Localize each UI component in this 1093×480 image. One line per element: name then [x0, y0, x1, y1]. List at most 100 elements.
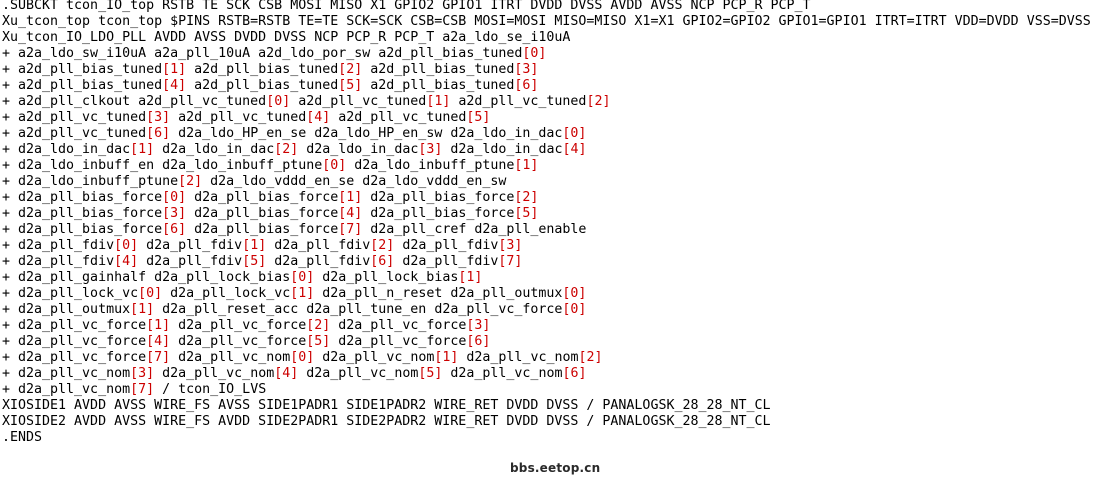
- netlist-token: + a2d_pll_bias_tuned: [2, 78, 163, 93]
- netlist-line: Xu_tcon_top tcon_top $PINS RSTB=RSTB TE=…: [2, 13, 1093, 30]
- netlist-line: + a2d_pll_clkout a2d_pll_vc_tuned[0] a2d…: [2, 93, 1093, 110]
- netlist-line: + d2a_pll_bias_force[0] d2a_pll_bias_for…: [2, 189, 1093, 206]
- bus-index: [1]: [146, 318, 171, 333]
- netlist-token: + d2a_pll_vc_nom: [2, 382, 131, 397]
- bus-index: [0]: [162, 190, 187, 205]
- watermark-logo: bbs.eetop.cn: [510, 461, 601, 475]
- netlist-line: + d2a_ldo_inbuff_en d2a_ldo_inbuff_ptune…: [2, 157, 1093, 174]
- netlist-line: + a2d_pll_bias_tuned[4] a2d_pll_bias_tun…: [2, 77, 1093, 94]
- bus-index: [1]: [514, 158, 539, 173]
- netlist-token: d2a_pll_vc_nom: [154, 366, 275, 381]
- bus-index: [3]: [162, 206, 187, 221]
- netlist-token: d2a_pll_fdiv: [394, 254, 499, 269]
- netlist-line: + d2a_pll_vc_force[1] d2a_pll_vc_force[2…: [2, 317, 1093, 334]
- netlist-token: d2a_ldo_in_dac: [298, 142, 419, 157]
- netlist-token: d2a_pll_lock_bias: [314, 270, 459, 285]
- netlist-token: d2a_pll_vc_nom: [442, 366, 563, 381]
- bus-index: [2]: [178, 174, 203, 189]
- netlist-token: d2a_pll_vc_nom: [170, 350, 291, 365]
- netlist-token: a2d_pll_vc_tuned: [330, 110, 467, 125]
- netlist-line: + d2a_pll_vc_force[4] d2a_pll_vc_force[5…: [2, 333, 1093, 350]
- netlist-token: + d2a_pll_vc_force: [2, 350, 147, 365]
- bus-index: [4]: [114, 254, 139, 269]
- netlist-token: + d2a_ldo_inbuff_ptune: [2, 174, 179, 189]
- bus-index: [1]: [338, 190, 363, 205]
- bus-index: [3]: [146, 110, 171, 125]
- netlist-token: Xu_tcon_top tcon_top $PINS RSTB=RSTB TE=…: [2, 14, 1091, 29]
- bus-index: [4]: [338, 206, 363, 221]
- netlist-token: d2a_pll_n_reset d2a_pll_outmux: [314, 286, 563, 301]
- netlist-token: d2a_pll_fdiv: [266, 238, 371, 253]
- netlist-line: + d2a_pll_gainhalf d2a_pll_lock_bias[0] …: [2, 269, 1093, 286]
- netlist-token: a2d_pll_bias_tuned: [362, 62, 515, 77]
- bus-index: [1]: [434, 350, 459, 365]
- bus-index: [0]: [562, 126, 587, 141]
- netlist-token: d2a_ldo_HP_en_se d2a_ldo_HP_en_sw d2a_ld…: [170, 126, 563, 141]
- netlist-line: + d2a_pll_bias_force[3] d2a_pll_bias_for…: [2, 205, 1093, 222]
- netlist-line: + d2a_ldo_inbuff_ptune[2] d2a_ldo_vddd_e…: [2, 173, 1093, 190]
- netlist-token: d2a_ldo_inbuff_ptune: [346, 158, 515, 173]
- netlist-token: d2a_ldo_in_dac: [154, 142, 275, 157]
- netlist-line: XIOSIDE2 AVDD AVSS WIRE_FS AVDD SIDE2PAD…: [2, 413, 1093, 430]
- bus-index: [1]: [130, 302, 155, 317]
- bus-index: [2]: [306, 318, 331, 333]
- bus-index: [4]: [162, 78, 187, 93]
- bus-index: [7]: [338, 222, 363, 237]
- netlist-line: + a2d_pll_bias_tuned[1] a2d_pll_bias_tun…: [2, 61, 1093, 78]
- bus-index: [0]: [322, 158, 347, 173]
- netlist-token: .ENDS: [2, 430, 43, 445]
- bus-index: [5]: [466, 110, 491, 125]
- netlist-line: + d2a_pll_vc_nom[3] d2a_pll_vc_nom[4] d2…: [2, 365, 1093, 382]
- netlist-token: XIOSIDE2 AVDD AVSS WIRE_FS AVDD SIDE2PAD…: [2, 414, 771, 429]
- netlist-token: + a2d_pll_bias_tuned: [2, 62, 163, 77]
- bus-index: [2]: [338, 62, 363, 77]
- netlist-token: d2a_ldo_vddd_en_se d2a_ldo_vddd_en_sw: [202, 174, 507, 189]
- netlist-line: + a2a_ldo_sw_i10uA a2a_pll_10uA a2d_ldo_…: [2, 45, 1093, 62]
- netlist-token: / tcon_IO_LVS: [154, 382, 267, 397]
- bus-index: [4]: [146, 334, 171, 349]
- bus-index: [1]: [242, 238, 267, 253]
- netlist-line: + d2a_pll_fdiv[0] d2a_pll_fdiv[1] d2a_pl…: [2, 237, 1093, 254]
- netlist-token: + d2a_pll_bias_force: [2, 190, 163, 205]
- netlist-token: d2a_pll_bias_force: [362, 190, 515, 205]
- netlist-token: XIOSIDE1 AVDD AVSS WIRE_FS AVSS SIDE1PAD…: [2, 398, 771, 413]
- netlist-token: + d2a_pll_fdiv: [2, 254, 115, 269]
- netlist-token: a2d_pll_bias_tuned: [362, 78, 515, 93]
- bus-index: [0]: [290, 350, 315, 365]
- bus-index: [0]: [266, 94, 291, 109]
- bus-index: [2]: [370, 238, 395, 253]
- netlist-token: + a2d_pll_clkout a2d_pll_vc_tuned: [2, 94, 267, 109]
- netlist-token: Xu_tcon_IO_LDO_PLL AVDD AVSS DVDD DVSS N…: [2, 30, 571, 45]
- netlist-token: .SUBCKT tcon_IO_top RSTB TE SCK CSB MOSI…: [2, 0, 811, 13]
- netlist-token: + d2a_pll_bias_force: [2, 206, 163, 221]
- bus-index: [2]: [274, 142, 299, 157]
- netlist-token: d2a_pll_lock_vc: [162, 286, 291, 301]
- netlist-token: + a2d_pll_vc_tuned: [2, 110, 147, 125]
- netlist-line: + d2a_pll_fdiv[4] d2a_pll_fdiv[5] d2a_pl…: [2, 253, 1093, 270]
- netlist-line: + a2d_pll_vc_tuned[3] a2d_pll_vc_tuned[4…: [2, 109, 1093, 126]
- netlist-line: .ENDS: [2, 429, 1093, 446]
- netlist-token: d2a_pll_bias_force: [362, 206, 515, 221]
- bus-index: [1]: [162, 62, 187, 77]
- bus-index: [0]: [562, 286, 587, 301]
- bus-index: [5]: [338, 78, 363, 93]
- bus-index: [1]: [458, 270, 483, 285]
- bus-index: [3]: [130, 366, 155, 381]
- bus-index: [2]: [514, 190, 539, 205]
- netlist-line: .SUBCKT tcon_IO_top RSTB TE SCK CSB MOSI…: [2, 0, 1093, 14]
- bus-index: [0]: [290, 270, 315, 285]
- netlist-token: d2a_pll_vc_force: [170, 334, 307, 349]
- bus-index: [6]: [514, 78, 539, 93]
- bus-index: [5]: [306, 334, 331, 349]
- bus-index: [5]: [242, 254, 267, 269]
- netlist-line: + d2a_pll_vc_nom[7] / tcon_IO_LVS: [2, 381, 1093, 398]
- bus-index: [4]: [306, 110, 331, 125]
- netlist-line: + d2a_pll_outmux[1] d2a_pll_reset_acc d2…: [2, 301, 1093, 318]
- bus-index: [3]: [418, 142, 443, 157]
- netlist-token: + d2a_pll_gainhalf d2a_pll_lock_bias: [2, 270, 291, 285]
- netlist-token: d2a_pll_bias_force: [186, 222, 339, 237]
- netlist-token: + d2a_ldo_in_dac: [2, 142, 131, 157]
- netlist-token: + d2a_pll_bias_force: [2, 222, 163, 237]
- bus-index: [7]: [130, 382, 155, 397]
- netlist-line: + a2d_pll_vc_tuned[6] d2a_ldo_HP_en_se d…: [2, 125, 1093, 142]
